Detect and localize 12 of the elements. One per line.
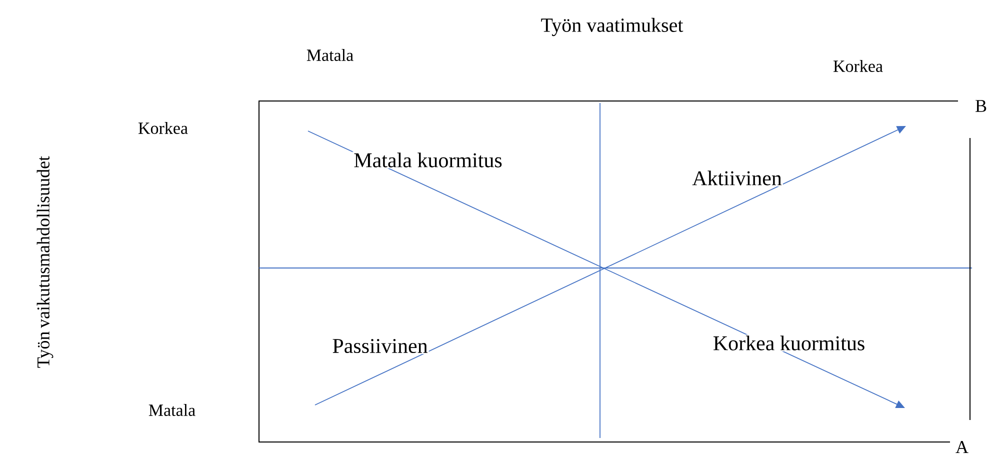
axis-level-label: Korkea [138, 122, 188, 134]
axis-title: Työn vaatimukset [541, 18, 684, 36]
quadrant-label: Aktiivinen [691, 170, 783, 186]
quadrant-label: Matala kuormitus [352, 152, 504, 168]
axis-level-label: Matala [306, 49, 354, 61]
quadrant-label: Korkea kuormitus [712, 334, 866, 352]
axis-level-label: Korkea [833, 60, 883, 72]
quadrant-label: Passiivinen [331, 338, 429, 354]
corner-letter: A [956, 441, 968, 453]
axis-title: Työn vaikutusmahdollisuudet [36, 156, 54, 368]
corner-letter: B [976, 100, 986, 112]
axis-level-label: Matala [148, 404, 196, 416]
